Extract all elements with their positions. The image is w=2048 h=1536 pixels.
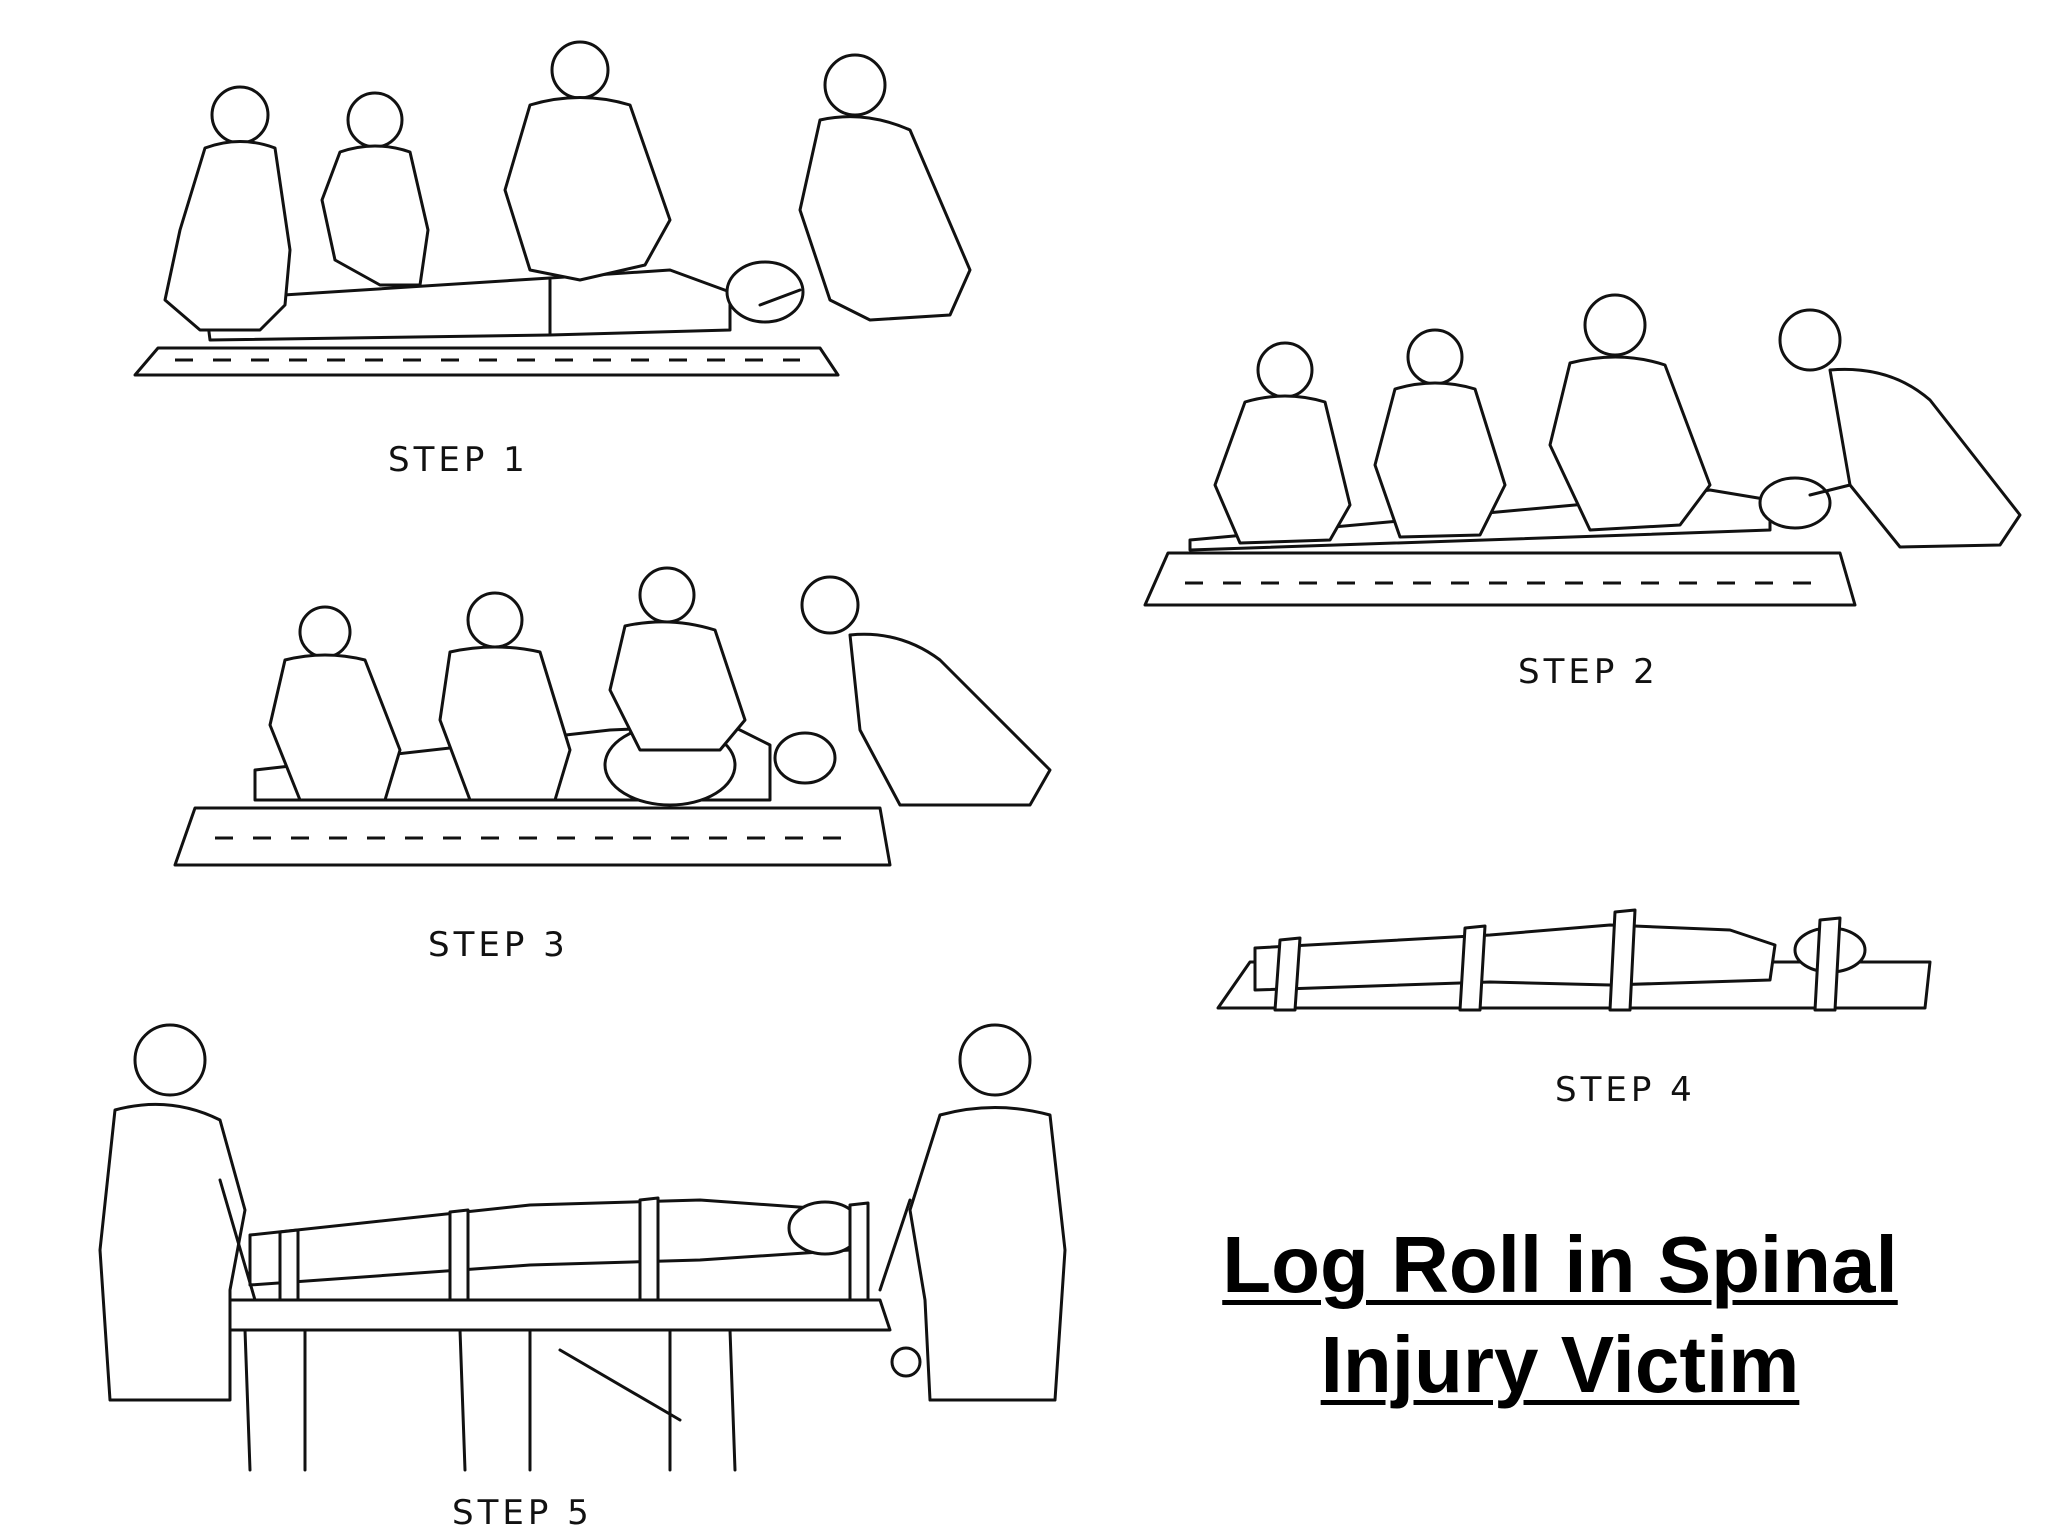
page-title: Log Roll in Spinal Injury Victim bbox=[1180, 1215, 1940, 1415]
rescuer bbox=[880, 1025, 1065, 1400]
rescuer bbox=[610, 568, 745, 750]
strap bbox=[1610, 910, 1635, 1010]
step-3-illustration bbox=[170, 560, 1070, 870]
strap bbox=[1815, 918, 1840, 1010]
strap bbox=[850, 1203, 868, 1300]
rescuer bbox=[760, 55, 970, 320]
rescuer bbox=[270, 607, 400, 800]
rescuer bbox=[802, 577, 1050, 805]
rescuer bbox=[1780, 310, 2020, 547]
rescuer bbox=[440, 593, 570, 800]
strap bbox=[1275, 938, 1300, 1010]
step-3-label: STEP 3 bbox=[428, 925, 569, 965]
strap bbox=[640, 1198, 658, 1300]
victim bbox=[205, 262, 803, 340]
step-1-illustration bbox=[110, 30, 1060, 420]
victim bbox=[1255, 925, 1865, 990]
strap bbox=[450, 1210, 468, 1300]
spine-board bbox=[1145, 553, 1855, 605]
step-4-illustration bbox=[1210, 890, 2010, 1025]
rescuer bbox=[1215, 343, 1350, 543]
spine-board bbox=[135, 348, 838, 375]
rescuer bbox=[100, 1025, 255, 1400]
rescuer bbox=[165, 87, 290, 330]
strap bbox=[1460, 926, 1485, 1010]
step-1-label: STEP 1 bbox=[388, 440, 529, 480]
step-4-label: STEP 4 bbox=[1555, 1070, 1696, 1110]
title-line-1: Log Roll in Spinal bbox=[1222, 1220, 1898, 1309]
step-5-label: STEP 5 bbox=[452, 1493, 593, 1533]
stretcher bbox=[215, 1300, 920, 1470]
strap bbox=[280, 1230, 298, 1300]
step-2-label: STEP 2 bbox=[1518, 652, 1659, 692]
rescuer bbox=[505, 42, 670, 280]
step-2-illustration bbox=[1130, 285, 2048, 625]
rescuer bbox=[1550, 295, 1710, 530]
rescuer bbox=[322, 93, 428, 285]
rescuer bbox=[1375, 330, 1505, 537]
spine-board bbox=[175, 808, 890, 865]
title-line-2: Injury Victim bbox=[1320, 1320, 1800, 1409]
step-5-illustration bbox=[80, 1000, 1100, 1480]
victim bbox=[250, 1200, 861, 1285]
